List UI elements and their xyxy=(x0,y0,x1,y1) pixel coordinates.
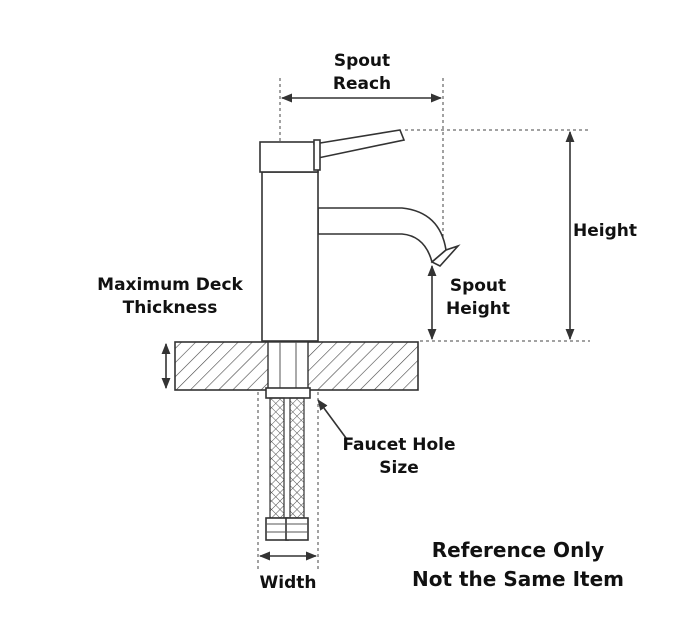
spout-tip xyxy=(430,244,461,267)
spout-height-label-1: Spout xyxy=(450,276,506,296)
spout-reach-label-2: Reach xyxy=(333,74,391,94)
spout-height-label-2: Height xyxy=(446,299,510,319)
spout xyxy=(317,207,447,264)
faucet xyxy=(259,129,461,342)
spout-reach-label-1: Spout xyxy=(334,51,390,71)
mounting-nut xyxy=(265,387,311,399)
handle-base xyxy=(259,141,319,173)
supply-hoses xyxy=(265,397,309,541)
max-deck-label-1: Maximum Deck xyxy=(97,275,243,295)
max-deck-label-2: Thickness xyxy=(123,298,218,318)
handle-lever xyxy=(312,129,406,159)
note-line-1: Reference Only xyxy=(432,538,604,562)
width-label: Width xyxy=(260,573,317,593)
height-label: Height xyxy=(573,221,637,241)
deck xyxy=(174,341,419,391)
faucet-hole-label-2: Size xyxy=(379,458,419,478)
faucet-hole-label-1: Faucet Hole xyxy=(342,435,455,455)
faucet-column xyxy=(261,171,319,342)
dimension-arrows xyxy=(161,93,575,561)
note-line-2: Not the Same Item xyxy=(412,567,624,591)
shank xyxy=(267,341,309,391)
faucet-hole-leader xyxy=(317,399,347,439)
